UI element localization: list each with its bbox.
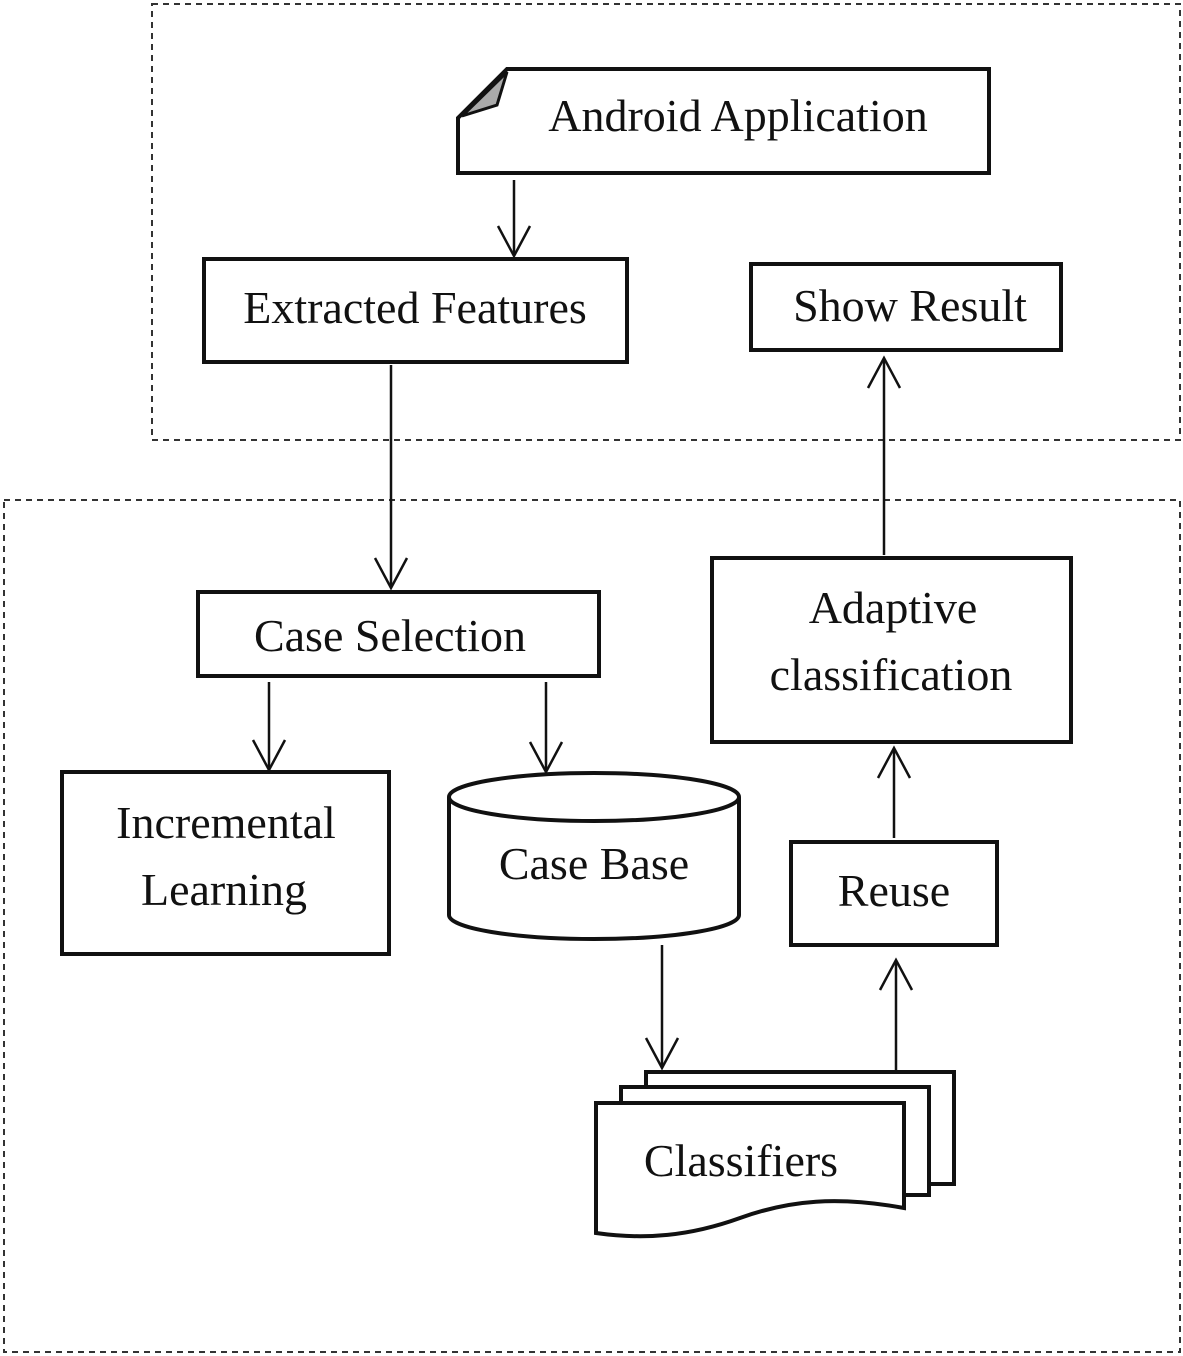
show-result-box (749, 262, 1063, 352)
arrow-classifiers-to-reuse (878, 957, 914, 1070)
incremental-learning-label-line2: Learning (141, 864, 307, 915)
android-application-node: Android Application (456, 67, 991, 175)
arrow-case-base-to-classifiers (644, 945, 680, 1071)
lower-group-frame (3, 499, 1181, 1353)
adaptive-classification-node: Adaptive classification (710, 556, 1073, 744)
reuse-node: Reuse (789, 840, 999, 947)
arrow-reuse-to-adaptive-classification (876, 745, 912, 838)
adaptive-classification-label-line1: Adaptive (809, 582, 978, 633)
case-selection-node: Case Selection (196, 590, 601, 678)
adaptive-classification-label-line2: classification (770, 649, 1013, 700)
extracted-features-node: Extracted Features (202, 257, 629, 364)
show-result-node: Show Result (749, 262, 1063, 352)
arrow-android-to-features (496, 180, 532, 259)
extracted-features-label: Extracted Features (243, 282, 587, 333)
case-selection-label: Case Selection (254, 610, 526, 661)
dogear-corner (460, 70, 509, 118)
upper-group-frame (151, 3, 1181, 441)
case-base-top (447, 771, 741, 823)
incremental-learning-node: Incremental Learning (60, 770, 391, 956)
classifiers-page-front (594, 1101, 906, 1239)
classifiers-label: Classifiers (644, 1135, 838, 1186)
classifiers-node: Classifiers (594, 1070, 956, 1239)
reuse-box (789, 840, 999, 947)
case-selection-box (196, 590, 601, 678)
case-base-body (447, 797, 741, 941)
case-base-label: Case Base (499, 838, 689, 889)
arrow-case-selection-to-case-base (528, 682, 564, 775)
android-application-label: Android Application (548, 90, 927, 141)
case-base-node: Case Base (447, 771, 741, 941)
incremental-learning-box (60, 770, 391, 956)
arrow-adaptive-classification-to-show-result (866, 355, 902, 555)
reuse-label: Reuse (838, 865, 950, 916)
show-result-label: Show Result (793, 280, 1027, 331)
adaptive-classification-box (710, 556, 1073, 744)
incremental-learning-label-line1: Incremental (116, 797, 336, 848)
extracted-features-box (202, 257, 629, 364)
arrow-features-to-case-selection (373, 365, 409, 591)
arrow-case-selection-to-incremental-learning (251, 682, 287, 773)
